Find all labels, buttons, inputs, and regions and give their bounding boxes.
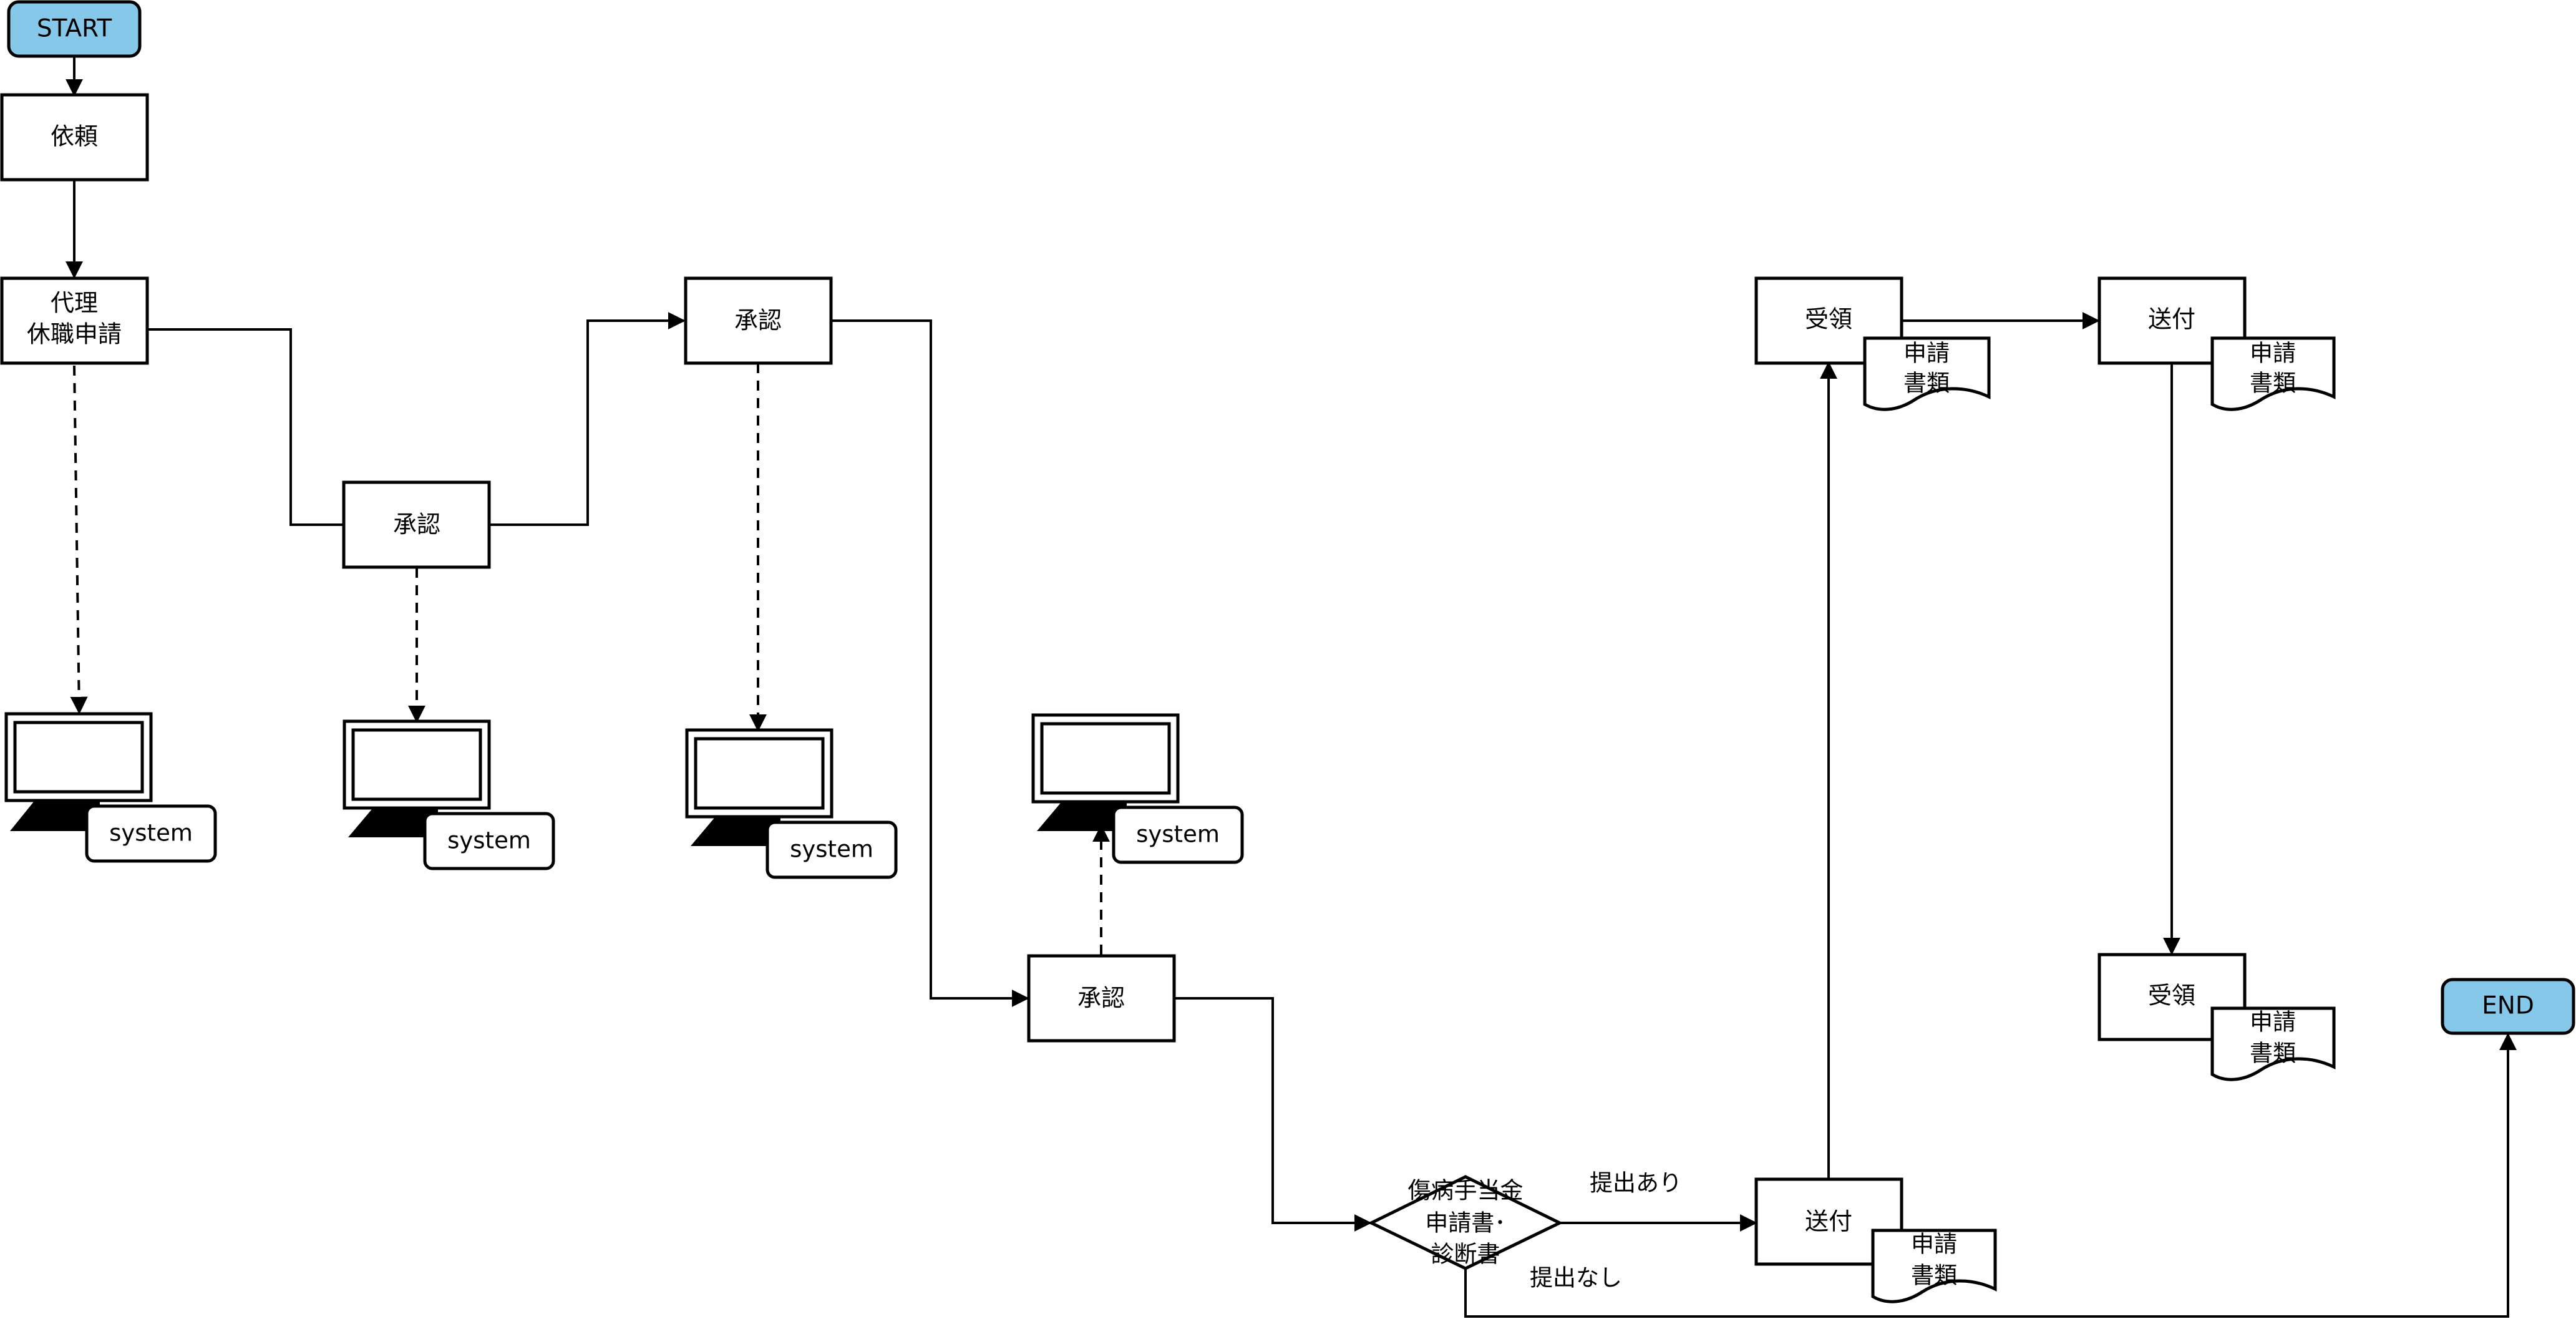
step-send1-label: 送付: [1805, 1208, 1852, 1235]
computer-monitor-icon: system: [1031, 713, 1244, 864]
decision-line1: 傷病手当金: [1408, 1177, 1524, 1204]
document-icon: 申請 書類: [2210, 336, 2336, 411]
step-irai: 依頼: [0, 93, 149, 182]
system2-label: system: [447, 827, 531, 854]
arrow-approve1-to-approve2: [489, 312, 686, 526]
doc2-line2: 書類: [2250, 370, 2296, 397]
doc4-line1: 申請: [1911, 1231, 1957, 1258]
dashed-arrow-dairi-to-system1: [70, 365, 88, 714]
computer-monitor-icon: system: [4, 712, 217, 863]
doc1-line2: 書類: [1903, 370, 1950, 397]
step-approve1: 承認: [342, 480, 491, 569]
decision-line2: 申請書･: [1425, 1210, 1506, 1237]
document-icon: 申請 書類: [1871, 1229, 1997, 1303]
doc4-line2: 書類: [1911, 1262, 1957, 1289]
decision-line3: 診断書: [1431, 1241, 1500, 1268]
arrow-decision-no-to-end: [1464, 1033, 2517, 1318]
step-approve3-label: 承認: [1077, 985, 1125, 1012]
end-terminal: END: [2441, 978, 2575, 1035]
doc1-line1: 申請: [1903, 340, 1950, 367]
doc3-line2: 書類: [2250, 1040, 2296, 1067]
system4-label: system: [1136, 821, 1220, 848]
connectors: [66, 57, 2517, 1318]
doc3-line1: 申請: [2250, 1009, 2296, 1036]
step-approve3: 承認: [1027, 954, 1176, 1043]
system1-label: system: [109, 820, 193, 847]
computer-monitor-icon: system: [685, 728, 898, 879]
computer-monitor-icon: system: [343, 719, 555, 870]
step-approve1-label: 承認: [393, 511, 440, 538]
arrow-approve3-to-decision: [1175, 997, 1372, 1232]
start-label: START: [37, 15, 112, 43]
decision-yes-label: 提出あり: [1590, 1170, 1682, 1197]
step-approve2-label: 承認: [734, 307, 782, 334]
end-label: END: [2482, 992, 2534, 1020]
step-receive2-label: 受領: [2148, 982, 2195, 1010]
decision-no-label: 提出なし: [1530, 1265, 1622, 1292]
step-receive1-label: 受領: [1805, 306, 1852, 333]
system-connectors: [70, 363, 1110, 955]
document-icon: 申請 書類: [1863, 336, 1991, 411]
document-icon: 申請 書類: [2210, 1006, 2336, 1081]
system3-label: system: [790, 836, 873, 863]
decision-shobyo: 傷病手当金 申請書･ 診断書: [1368, 1175, 1563, 1270]
step-dairi-line2: 休職申請: [27, 321, 122, 348]
step-approve2: 承認: [684, 276, 833, 365]
step-send2-label: 送付: [2148, 306, 2195, 333]
step-irai-label: 依頼: [51, 123, 98, 150]
step-dairi: 代理 休職申請: [0, 276, 149, 365]
doc2-line1: 申請: [2250, 340, 2296, 367]
arrow-approve2-to-approve3: [831, 319, 1029, 1007]
step-dairi-line1: 代理: [51, 290, 98, 317]
start-terminal: START: [7, 0, 142, 58]
arrow-dairi-to-approve1: [147, 328, 343, 526]
